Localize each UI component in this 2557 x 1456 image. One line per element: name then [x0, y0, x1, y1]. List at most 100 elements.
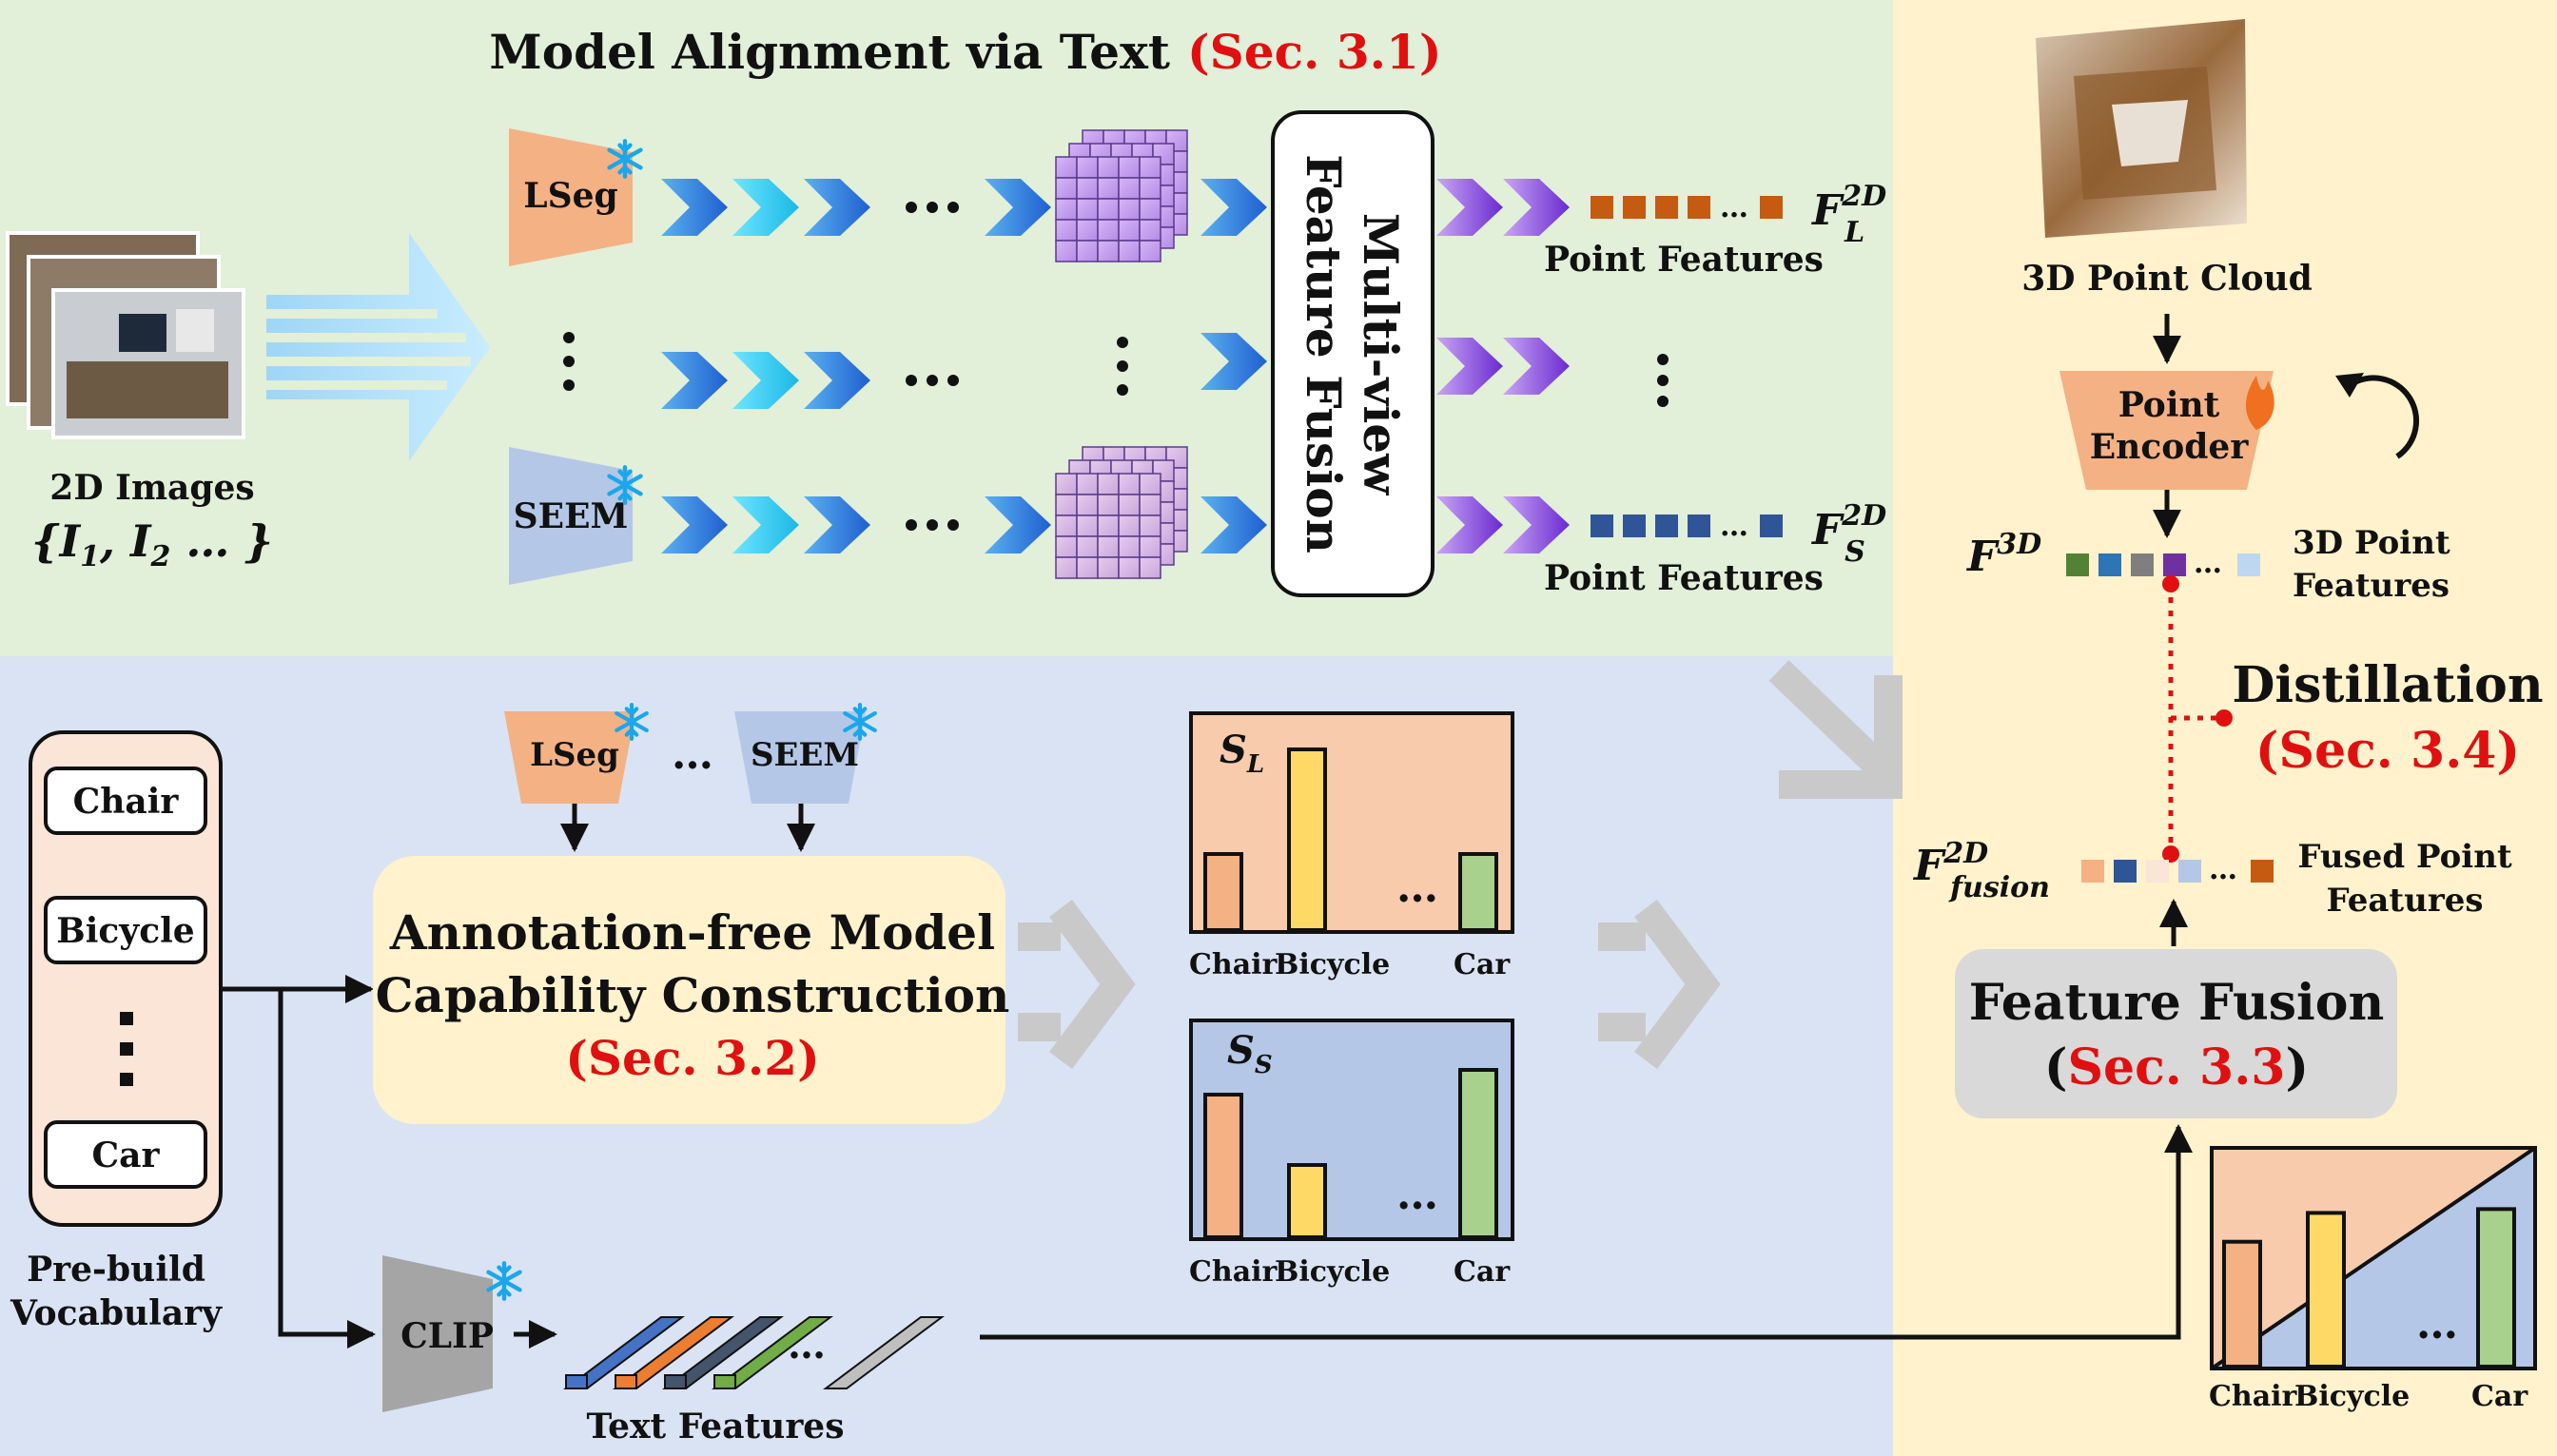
seem-label-bottom: SEEM	[751, 736, 859, 774]
f3d-formula: F3D	[1965, 528, 2041, 581]
feature-map-cell	[1139, 556, 1161, 579]
fused-features-label-line2: Features	[2326, 882, 2483, 920]
gray-diagonal-arrow	[1768, 660, 1903, 799]
chart-sl-title: SL	[1220, 728, 1264, 779]
feature-map-cell	[1139, 240, 1161, 262]
distillation-ref: (Sec. 3.4)	[2255, 722, 2520, 780]
chevron-row-bottom	[661, 496, 870, 553]
point-features-seem: …	[1591, 510, 1783, 543]
feature-map-cell	[1118, 177, 1141, 200]
feature-fusion-label-vertical: Feature Fusion	[1296, 154, 1352, 553]
feature-map-cell	[1097, 219, 1120, 242]
feature-map-stack-bottom	[1055, 446, 1188, 579]
chart-sl-x-labels: Chair Bicycle Car	[1189, 948, 1511, 981]
multi-view-label: Multi-view	[1353, 213, 1409, 496]
seem-label-top: SEEM	[514, 496, 629, 536]
chart-x-label: Bicycle	[1275, 1255, 1390, 1289]
vocab-item-label: Car	[92, 1136, 161, 1175]
chart-ellipsis: …	[1396, 864, 1438, 912]
lseg-label-bottom: LSeg	[530, 736, 619, 774]
feature-map-cell	[1076, 473, 1099, 495]
distillation-label: Distillation	[2232, 656, 2543, 714]
feature-map-cell	[1118, 198, 1141, 221]
vertical-ellipsis-icon	[1117, 337, 1128, 396]
trainable-flame-icon	[2246, 376, 2274, 430]
feature-map-cell	[1118, 219, 1141, 242]
capability-title-line1: Annotation-free Model	[389, 904, 995, 961]
3d-point-features: …	[2066, 547, 2260, 580]
feature-map-cell	[1076, 177, 1099, 200]
feature-map-cell	[1139, 219, 1161, 242]
text-feature-rod-end	[615, 1374, 637, 1389]
chart-bar	[1203, 1093, 1243, 1239]
feature-map-cell	[1055, 494, 1078, 516]
chart-ellipsis: …	[2416, 1300, 2458, 1349]
2d-images-stack	[6, 231, 245, 439]
feature-map-cell	[1097, 556, 1120, 579]
feature-map-cell	[1139, 514, 1161, 537]
chart-ss-bars: …	[1203, 1068, 1498, 1239]
svg-text:…: …	[2194, 547, 2222, 580]
point-cloud-label: 3D Point Cloud	[2021, 259, 2313, 299]
feature-map-cell	[1076, 240, 1099, 262]
feature-fusion-ref: (Sec. 3.3)	[2044, 1039, 2309, 1097]
clip-encoder	[382, 1255, 493, 1412]
encoder-label-line2: Encoder	[2090, 427, 2250, 467]
chart-ss-title: SS	[1227, 1028, 1273, 1079]
chart-x-label: Chair	[2209, 1380, 2298, 1413]
rods-ellipsis: …	[788, 1323, 826, 1368]
svg-text:…: …	[1720, 510, 1748, 543]
gray-split-arrow	[1018, 900, 1136, 1069]
text-features-label: Text Features	[587, 1407, 845, 1446]
training-loop-icon	[2348, 375, 2420, 459]
feature-map-cell	[1118, 473, 1141, 495]
chevron-row-top	[661, 179, 870, 236]
fused-chart-frame	[2210, 1146, 2537, 1370]
point-features-lseg: …	[1591, 191, 1783, 224]
feature-map-cell	[1055, 535, 1078, 558]
feature-map-cell	[1118, 494, 1141, 516]
feature-fusion-title: Feature Fusion	[1969, 974, 2385, 1032]
feature-map-cell	[1076, 556, 1099, 579]
feature-map-cell	[1055, 198, 1078, 221]
chart-bar	[1458, 852, 1498, 932]
feature-map-cell	[1139, 198, 1161, 221]
feature-map-cell	[1055, 240, 1078, 262]
encoder-label-line1: Point	[2118, 385, 2220, 425]
feature-map-cell	[1097, 177, 1120, 200]
feature-map-cell	[1076, 535, 1099, 558]
fused-features-label-line1: Fused Point	[2297, 838, 2512, 876]
feature-map-cell	[1097, 198, 1120, 221]
alignment-title: Model Alignment via Text	[489, 24, 1170, 80]
chart-bar	[2306, 1211, 2346, 1369]
feature-map-cell	[1139, 156, 1161, 179]
chart-sl-bars: …	[1203, 747, 1498, 932]
clip-label: CLIP	[400, 1316, 494, 1356]
capability-construction-box	[373, 856, 1005, 1124]
vocab-item	[44, 1120, 207, 1189]
feature-map-cell	[1055, 556, 1078, 579]
feature-fusion-box	[1955, 949, 2397, 1118]
vocab-label-line2: Vocabulary	[10, 1293, 223, 1333]
feature-map-stack-top	[1055, 129, 1188, 262]
lseg-encoder-top	[509, 128, 633, 266]
training-loop-arrowhead	[2335, 373, 2364, 398]
vocab-item-label: Bicycle	[56, 911, 194, 951]
feature-map-cell	[1076, 198, 1099, 221]
big-input-arrow	[266, 233, 490, 461]
feature-map-cell	[1076, 494, 1099, 516]
vertical-ellipsis-icon	[563, 332, 575, 391]
distillation-link	[2162, 575, 2233, 863]
vocab-item	[44, 896, 207, 964]
chart-ss-x-labels: Chair Bicycle Car	[1189, 1255, 1511, 1289]
chart-x-label: Chair	[1189, 948, 1278, 981]
fused-point-features: …	[2081, 853, 2274, 886]
gray-merge-arrow	[1598, 900, 1721, 1069]
alignment-title-ref: (Sec. 3.1)	[1187, 24, 1441, 80]
vocab-item	[44, 767, 207, 835]
text-feature-rods: …	[563, 1316, 945, 1389]
capability-ref: (Sec. 3.2)	[565, 1030, 819, 1086]
vocab-item-label: Chair	[73, 782, 180, 822]
